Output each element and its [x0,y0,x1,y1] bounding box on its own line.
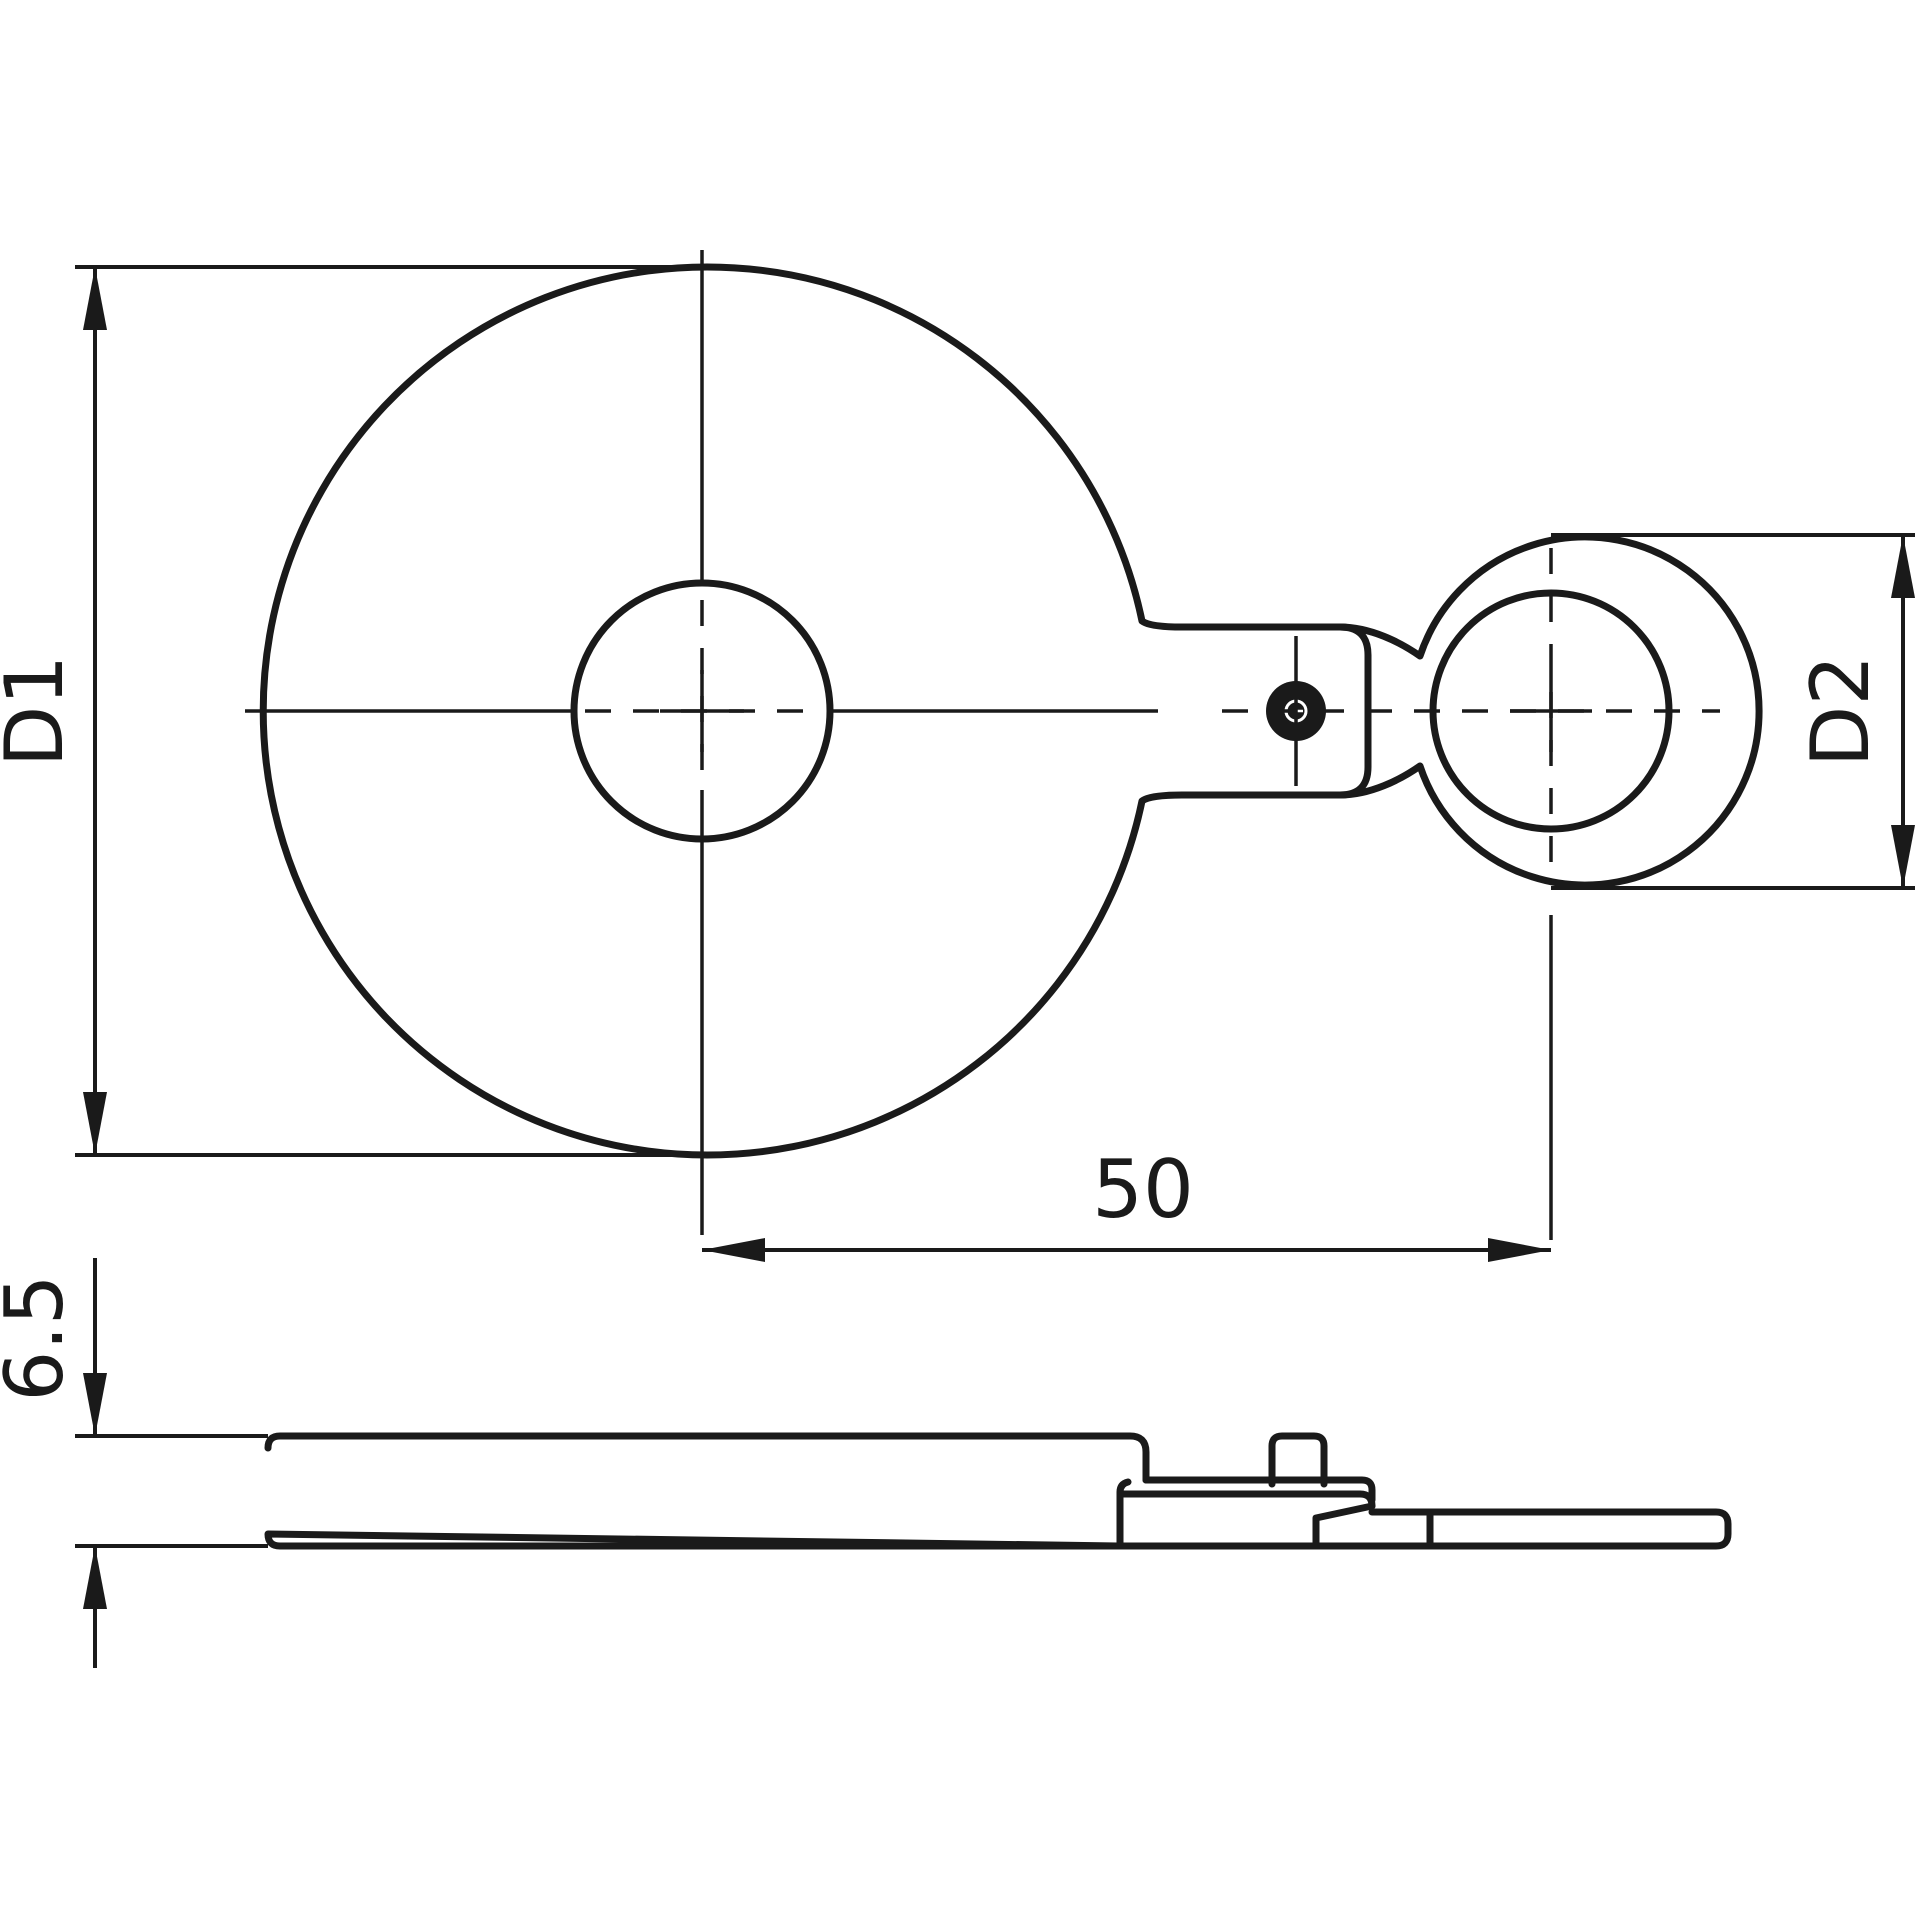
eyelet-transition-side [1312,1502,1376,1550]
pin-side [1268,1432,1328,1488]
top-view [245,250,1763,1240]
neck-ledge-side [1116,1490,1376,1510]
dimension-label-d2: D2 [1794,655,1887,768]
dimension-center-distance: 50 [702,1143,1551,1262]
disc-body-side [264,1432,1150,1550]
dimension-label-50: 50 [1092,1143,1194,1236]
dimension-d2: D2 [1551,533,1915,890]
dimension-d1: D1 [0,265,702,1157]
neck-end-outline [1336,623,1372,799]
dimension-thickness: 6.5 [0,1258,268,1668]
part-outline-top [259,263,1763,1159]
dimension-label-d1: D1 [0,655,81,768]
dimension-label-6-5: 6.5 [0,1274,81,1401]
side-view [264,1432,1732,1550]
eyelet-plate-side [1312,1508,1732,1550]
